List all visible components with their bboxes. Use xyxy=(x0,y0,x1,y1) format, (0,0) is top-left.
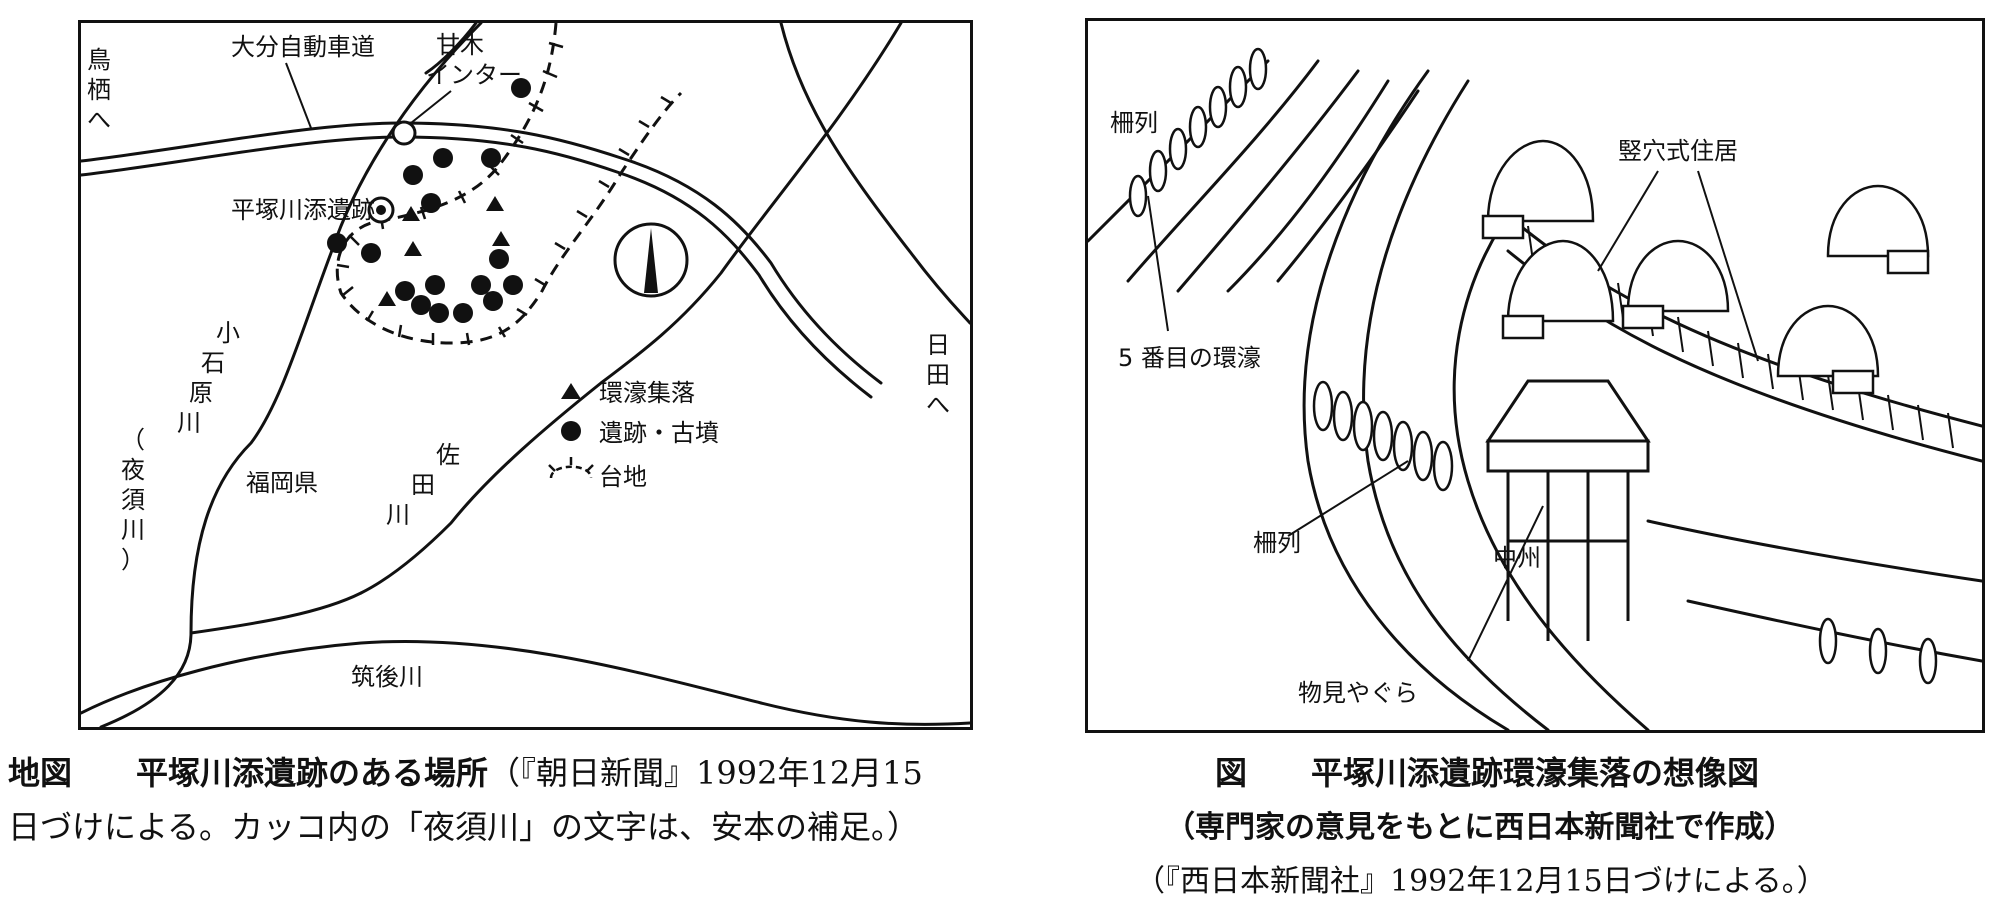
fence-lower-posts xyxy=(1818,617,1938,685)
leader-lines xyxy=(1147,170,1759,662)
map-caption-line1: 地図 平塚川添遺跡のある場所（『朝日新聞』1992年12月15 xyxy=(8,748,923,794)
label-island: 中州 xyxy=(1493,544,1541,572)
hiratsuka-site-marker xyxy=(367,196,395,224)
expressway-road-edge xyxy=(79,135,873,399)
label-koishiwara-3: 原 xyxy=(189,379,213,407)
amagi-interchange xyxy=(391,120,417,146)
label-sada-2: 田 xyxy=(411,471,435,499)
lower-moat-top xyxy=(1646,519,1984,583)
legend-hachure-icon xyxy=(548,457,594,479)
legend-label-sites: 遺跡・古墳 xyxy=(599,419,719,447)
label-sada-1: 佐 xyxy=(436,441,460,469)
fence-top-posts xyxy=(1128,47,1268,218)
legend-label-moated: 環濠集落 xyxy=(599,379,695,407)
label-chikugo: 筑後川 xyxy=(351,663,423,691)
pit-dwelling xyxy=(1776,304,1880,395)
label-yasu-3: 須 xyxy=(121,486,145,514)
field-line xyxy=(1126,59,1320,283)
label-moat5: 5 番目の環濠 xyxy=(1118,344,1261,372)
map-caption-source: （『朝日新聞』1992年12月15 xyxy=(488,754,923,792)
map-caption-note: 日づけによる。カッコ内の「夜須川」の文字は、安本の補足。） xyxy=(8,808,920,846)
moat-bank-3 xyxy=(1452,199,1650,732)
label-fukuoka: 福岡県 xyxy=(246,469,318,497)
illustration-caption-sub: （専門家の意見をもとに西日本新聞社で作成） xyxy=(1165,810,1795,845)
illustration-caption-title: 図 平塚川添遺跡環濠集落の想像図 xyxy=(1215,754,1760,792)
label-dwellings: 竪穴式住居 xyxy=(1618,137,1738,165)
site-dots xyxy=(327,78,531,323)
map-panel: 環濠集落 遺跡・古墳 台地 大分自動車道 甘木 インター 鳥 栖 へ 平塚川添遺… xyxy=(78,20,973,730)
field-line xyxy=(1276,89,1420,283)
label-torisu-2: 栖 xyxy=(87,76,111,104)
label-hita-2: 田 xyxy=(926,361,950,389)
map-caption-title: 地図 平塚川添遺跡のある場所 xyxy=(8,754,489,792)
label-expressway: 大分自動車道 xyxy=(231,33,375,61)
label-torisu-1: 鳥 xyxy=(87,46,111,74)
north-arrow-icon xyxy=(613,222,689,298)
terrace-ticks xyxy=(336,41,672,346)
hedge-band-top xyxy=(1506,214,1984,428)
label-amagi-1: 甘木 xyxy=(436,31,484,59)
hita-road xyxy=(779,21,972,325)
label-sada-3: 川 xyxy=(386,501,410,529)
fence-mid-posts xyxy=(1312,380,1454,492)
label-hita-1: 日 xyxy=(926,331,950,359)
pit-dwelling xyxy=(1501,239,1615,340)
pit-dwelling xyxy=(1621,239,1730,330)
legend-triangle-icon xyxy=(561,383,581,399)
moated-settlement-markers xyxy=(378,196,510,306)
river-junction xyxy=(189,591,363,635)
label-yasu-5: ） xyxy=(121,546,145,574)
label-koishiwara-1: 小 xyxy=(216,319,240,347)
label-fence-top: 柵列 xyxy=(1110,109,1158,137)
pit-dwelling xyxy=(1826,184,1930,275)
moat-bank-outer xyxy=(1302,69,1510,732)
field-line xyxy=(1176,69,1360,293)
legend-dot-icon xyxy=(561,421,581,441)
expressway-road xyxy=(79,121,883,385)
label-site: 平塚川添遺跡 xyxy=(231,196,375,224)
label-koishiwara-2: 石 xyxy=(201,349,225,377)
sada-river xyxy=(359,21,903,595)
illustration-panel: 柵列 5 番目の環濠 竪穴式住居 柵列 中州 物見やぐら xyxy=(1085,18,1985,733)
chikugo-river-top xyxy=(79,639,972,726)
moat-settlement-illustration: 柵列 5 番目の環濠 竪穴式住居 柵列 中州 物見やぐら xyxy=(1086,47,1984,732)
pit-dwelling xyxy=(1481,139,1595,240)
legend: 環濠集落 遺跡・古墳 台地 xyxy=(548,379,719,491)
label-fence-mid: 柵列 xyxy=(1253,529,1301,557)
label-yasu-4: 川 xyxy=(121,516,145,544)
label-koishiwara-4: 川 xyxy=(177,409,201,437)
moat-bank-inner xyxy=(1362,79,1550,732)
label-torisu-3: へ xyxy=(87,106,111,134)
watchtower xyxy=(1485,379,1651,641)
label-tower: 物見やぐら xyxy=(1298,679,1418,707)
river-branch xyxy=(424,21,478,75)
field-line xyxy=(1226,79,1390,293)
legend-label-terrace: 台地 xyxy=(599,463,647,491)
label-hita-3: へ xyxy=(926,391,950,419)
label-yasu-2: 夜 xyxy=(121,456,145,484)
pit-dwellings xyxy=(1481,139,1930,395)
koishiwara-river xyxy=(99,21,483,729)
illustration-caption-source: （『西日本新聞社』1992年12月15日づけによる。） xyxy=(1135,864,1827,899)
label-amagi-2: インター xyxy=(426,61,522,89)
label-yasu-1: （ xyxy=(121,426,145,454)
site-location-map: 環濠集落 遺跡・古墳 台地 大分自動車道 甘木 インター 鳥 栖 へ 平塚川添遺… xyxy=(79,21,972,729)
